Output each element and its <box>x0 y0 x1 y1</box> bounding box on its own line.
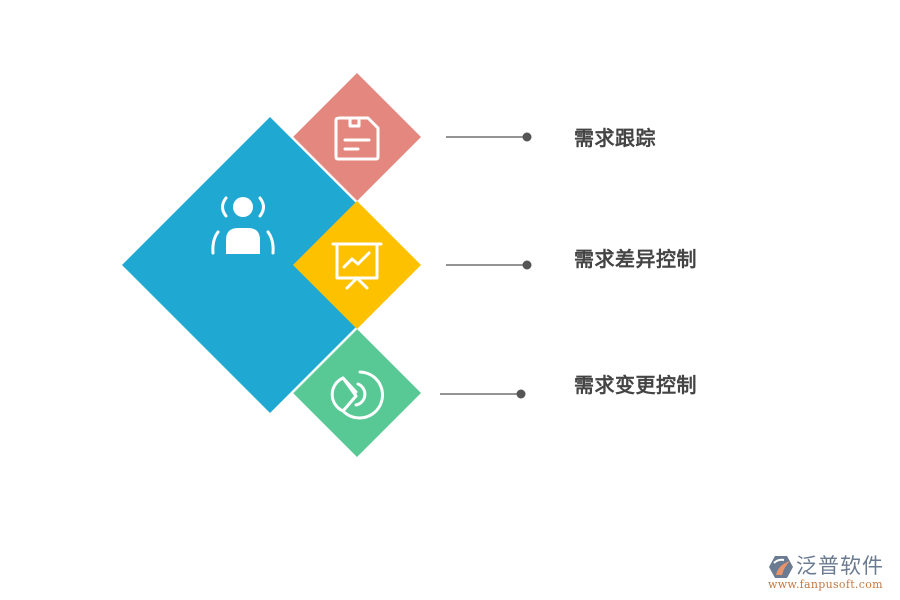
fanpu-logo-icon <box>769 556 793 578</box>
brand-logo: 泛普软件 www.fanpusoft.com <box>766 553 894 593</box>
item-label-3: 需求变更控制 <box>574 373 697 397</box>
logo-url: www.fanpusoft.com <box>768 578 883 591</box>
item-label-2: 需求差异控制 <box>574 247 697 271</box>
pie-chart-icon <box>330 370 385 420</box>
connector-1 <box>446 132 532 142</box>
presentation-chart-icon <box>331 242 383 290</box>
connector-2 <box>446 260 532 270</box>
person-broadcast-icon <box>211 196 275 255</box>
item-label-1: 需求跟踪 <box>574 126 656 150</box>
floppy-disk-icon <box>334 116 380 161</box>
connector-3 <box>440 389 526 399</box>
logo-name: 泛普软件 <box>796 554 884 578</box>
central-diamond <box>122 117 418 413</box>
